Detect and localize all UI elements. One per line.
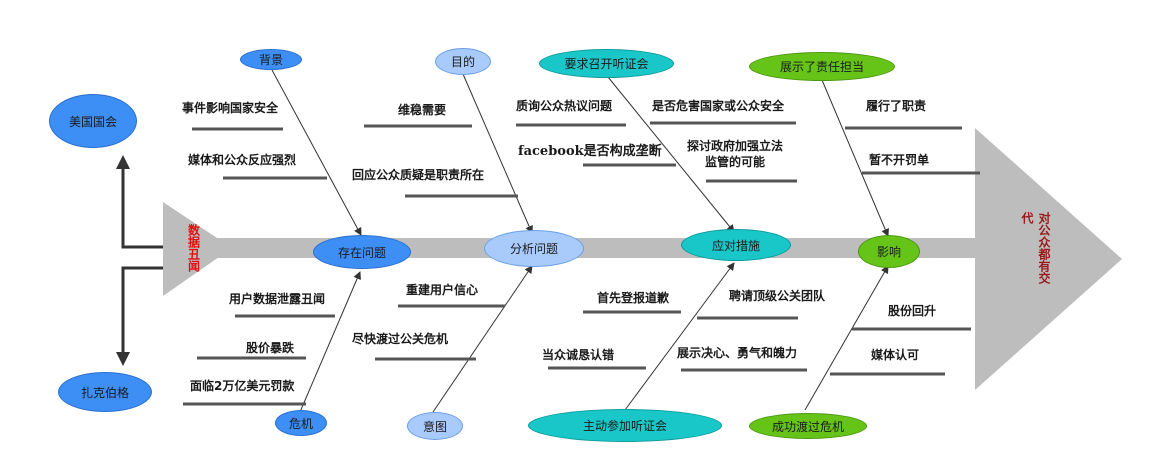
node-us-congress[interactable]: 美国国会 bbox=[49, 94, 137, 148]
fish-tail-label: 数据丑闻 bbox=[186, 224, 201, 272]
label-facebook-monopoly: facebook是否构成垄断 bbox=[518, 144, 662, 159]
branch-canjia bbox=[624, 262, 735, 411]
node-attend-hearing[interactable]: 主动参加听证会 bbox=[528, 409, 722, 442]
node-purpose[interactable]: 目的 bbox=[435, 48, 491, 75]
label-stability: 维稳需要 bbox=[398, 103, 447, 117]
node-existing-problem[interactable]: 存在问题 bbox=[313, 235, 411, 269]
label-question-hot-issues: 质询公众热议问题 bbox=[516, 99, 613, 113]
label-public-apology: 当众诚恳认错 bbox=[542, 348, 615, 362]
fish-head-label: 对公众都有交代 bbox=[1020, 212, 1051, 284]
label-media-approval: 媒体认可 bbox=[871, 348, 920, 362]
label-pr-crisis: 尽快渡过公关危机 bbox=[352, 332, 449, 346]
node-analyze-problem[interactable]: 分析问题 bbox=[484, 230, 584, 267]
label-newspaper-apology: 首先登报道歉 bbox=[597, 291, 670, 305]
node-show-responsibility[interactable]: 展示了责任担当 bbox=[749, 52, 895, 81]
label-respond-public: 回应公众质疑是职责所在 bbox=[352, 168, 485, 182]
branch-yitu bbox=[432, 265, 533, 413]
node-overcome-crisis[interactable]: 成功渡过危机 bbox=[749, 413, 867, 439]
label-legislation: 探讨政府加强立法 监管的可能 bbox=[686, 139, 783, 169]
label-fine: 面临2万亿美元罚款 bbox=[190, 379, 295, 393]
branch-chenggong bbox=[804, 265, 889, 411]
label-data-leak: 用户数据泄露丑闻 bbox=[229, 292, 326, 306]
node-demand-hearing[interactable]: 要求召开听证会 bbox=[539, 49, 674, 78]
label-pr-team: 聘请顶级公关团队 bbox=[729, 289, 826, 303]
label-media-reaction: 媒体和公众反应强烈 bbox=[188, 153, 297, 167]
label-fulfilled-duty: 履行了职责 bbox=[866, 99, 927, 113]
label-endanger-security: 是否危害国家或公众安全 bbox=[652, 99, 785, 113]
down-arrow-line bbox=[116, 266, 163, 366]
label-shares-rebound: 股份回升 bbox=[888, 304, 937, 318]
node-background[interactable]: 背景 bbox=[240, 49, 302, 70]
node-zuckerberg[interactable]: 扎克伯格 bbox=[58, 372, 152, 412]
branch-zeren bbox=[821, 79, 889, 237]
node-response-measures[interactable]: 应对措施 bbox=[681, 229, 791, 261]
branch-mudi bbox=[462, 73, 533, 234]
label-underlines bbox=[183, 121, 980, 406]
branch-weiji bbox=[299, 271, 361, 413]
node-intent[interactable]: 意图 bbox=[407, 412, 463, 440]
label-determination: 展示决心、勇气和魄力 bbox=[677, 346, 798, 360]
branch-tingzheng bbox=[607, 76, 735, 233]
fish-head bbox=[975, 128, 1122, 390]
label-no-fine: 暂不开罚单 bbox=[869, 153, 930, 167]
label-stock-crash: 股价暴跌 bbox=[246, 341, 295, 355]
node-crisis[interactable]: 危机 bbox=[275, 410, 327, 436]
fish-tail bbox=[163, 202, 232, 296]
branch-beijing bbox=[271, 69, 362, 236]
label-national-security: 事件影响国家安全 bbox=[182, 101, 279, 115]
up-arrow-line bbox=[116, 155, 163, 249]
label-rebuild-confidence: 重建用户信心 bbox=[406, 283, 479, 297]
node-impact[interactable]: 影响 bbox=[858, 235, 920, 268]
